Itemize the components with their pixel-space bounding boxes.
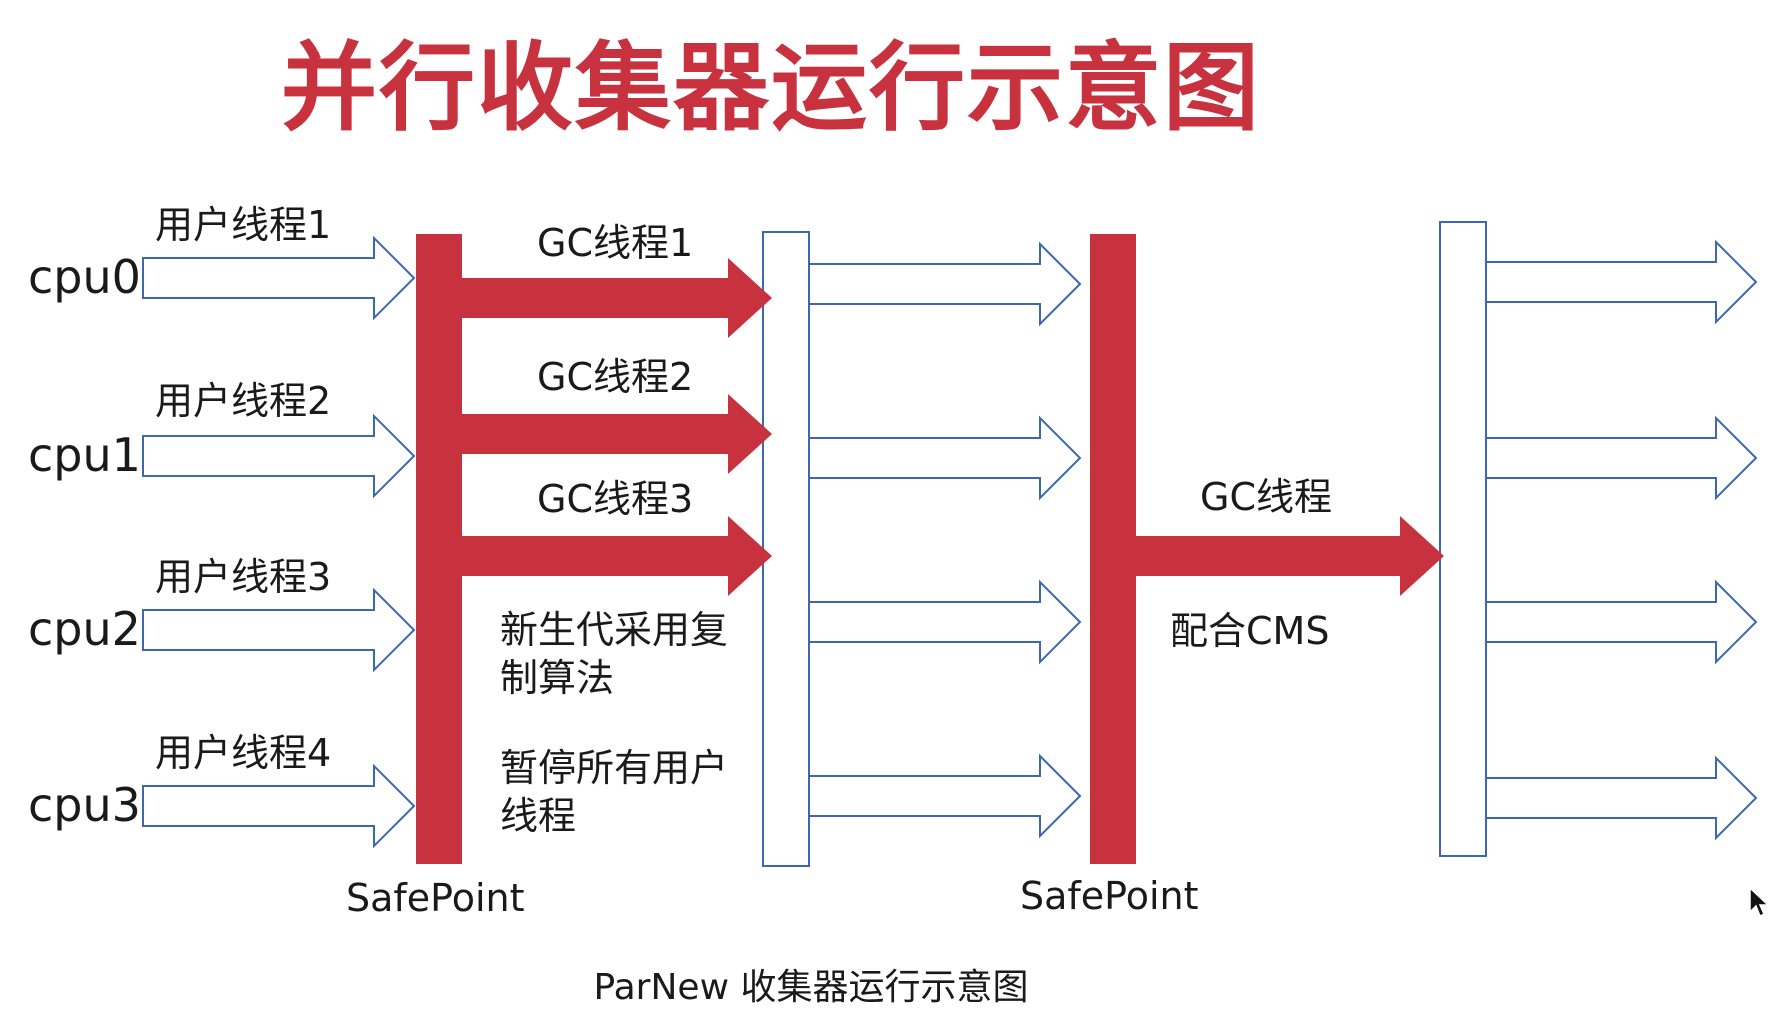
cpu-label-2: cpu2 [28,602,141,656]
user-thread-arrow-3 [142,763,416,849]
safepoint-bar-2 [1090,234,1136,864]
gc-thread-label-1: GC线程1 [537,221,694,265]
pause-note: 暂停所有用户线程 [500,746,729,838]
safepoint-label-2: SafePoint [1020,874,1199,918]
user-thread-arrow-2 [142,587,416,673]
gc-thread-single-label: GC线程 [1200,475,1332,519]
page-title: 并行收集器运行示意图 [281,32,1261,144]
gc-thread-label-3: GC线程3 [537,477,694,521]
figure-caption: ParNew 收集器运行示意图 [593,967,1029,1008]
user-thread-label-1: 用户线程1 [155,203,332,247]
resumed-arrow-2-0 [1485,239,1758,325]
resumed-thread-arrows-2 [1485,239,1758,841]
cpu-label-3: cpu3 [28,778,141,832]
cpu-label-1: cpu1 [28,428,141,482]
gc-thread-label-2: GC线程2 [537,355,694,399]
resumed-arrow-2-1 [1485,415,1758,501]
mouse-cursor-icon [1749,886,1770,918]
resumed-thread-arrows-1 [808,241,1082,839]
safepoint-label-1: SafePoint [346,876,525,920]
user-thread-label-2: 用户线程2 [155,379,332,423]
cms-label: 配合CMS [1170,609,1330,653]
user-thread-arrow-1 [142,413,416,499]
resumed-arrow-1-2 [808,579,1082,665]
gc-thread-arrow-3 [462,516,772,596]
gc-thread-arrows [462,258,1444,596]
safepoint-bar-1 [416,234,462,864]
young-gen-note: 新生代采用复制算法 [500,608,729,700]
user-thread-label-3: 用户线程3 [155,555,332,599]
gc-thread-arrow-2 [462,394,772,474]
gc-thread-arrow-1 [462,258,772,338]
user-thread-arrows [142,235,416,849]
resumed-arrow-2-2 [1485,579,1758,665]
barrier-box-1 [762,231,810,867]
cpu-label-0: cpu0 [28,250,141,304]
resumed-arrow-1-3 [808,753,1082,839]
resumed-arrow-1-0 [808,241,1082,327]
barrier-box-2 [1439,221,1487,857]
user-thread-label-4: 用户线程4 [155,731,332,775]
user-thread-arrow-0 [142,235,416,321]
resumed-arrow-1-1 [808,415,1082,501]
resumed-arrow-2-3 [1485,755,1758,841]
gc-thread-arrow-single [1136,516,1444,596]
